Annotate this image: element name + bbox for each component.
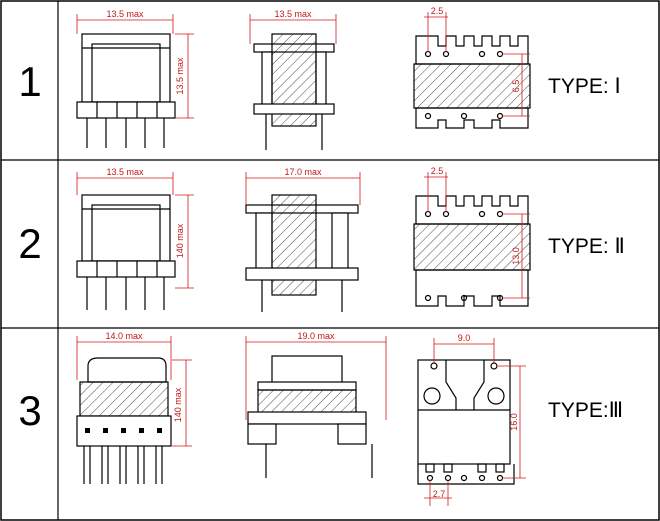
row-number: 2 [18, 220, 41, 267]
dimension-label: 140 max [173, 387, 183, 422]
dimension-label: 6.5 [511, 80, 521, 93]
top-view: 2.5 13.0 [413, 166, 531, 307]
front-view: 13.5 max 140 max [76, 167, 194, 310]
side-view: 13.5 max [249, 9, 337, 150]
row-number: 1 [18, 58, 41, 105]
top-view: 2.5 6.5 [413, 6, 531, 129]
dimension-label: 19.0 max [297, 331, 335, 341]
front-view: 13.5 max 13.5 max [76, 9, 194, 148]
dimension-label: 14.0 max [105, 331, 143, 341]
top-view: 9.0 16.0 2.7 [417, 333, 526, 506]
row-number: 3 [18, 387, 41, 434]
dimension-label: 13.5 max [274, 9, 312, 19]
dimension-label: 140 max [175, 223, 185, 258]
dimension-label: 9.0 [458, 333, 471, 343]
dimension-label: 13.5 max [106, 167, 144, 177]
side-view: 17.0 max [245, 167, 361, 312]
side-view: 19.0 max [245, 331, 387, 478]
dimension-label: 17.0 max [284, 167, 322, 177]
dimension-label: 2.5 [431, 166, 444, 176]
type-label: TYPE: Ⅱ [548, 235, 625, 258]
dimension-label: 2.7 [433, 489, 446, 499]
dimension-label: 13.5 max [175, 57, 185, 95]
type-label: TYPE:Ⅲ [548, 399, 623, 422]
dimension-label: 13.0 [511, 247, 521, 265]
type-label: TYPE: Ⅰ [548, 75, 621, 98]
front-view: 14.0 max 140 max [76, 331, 192, 484]
dimension-label: 13.5 max [106, 9, 144, 19]
dimension-label: 16.0 [509, 413, 519, 431]
dimension-label: 2.5 [431, 6, 444, 16]
